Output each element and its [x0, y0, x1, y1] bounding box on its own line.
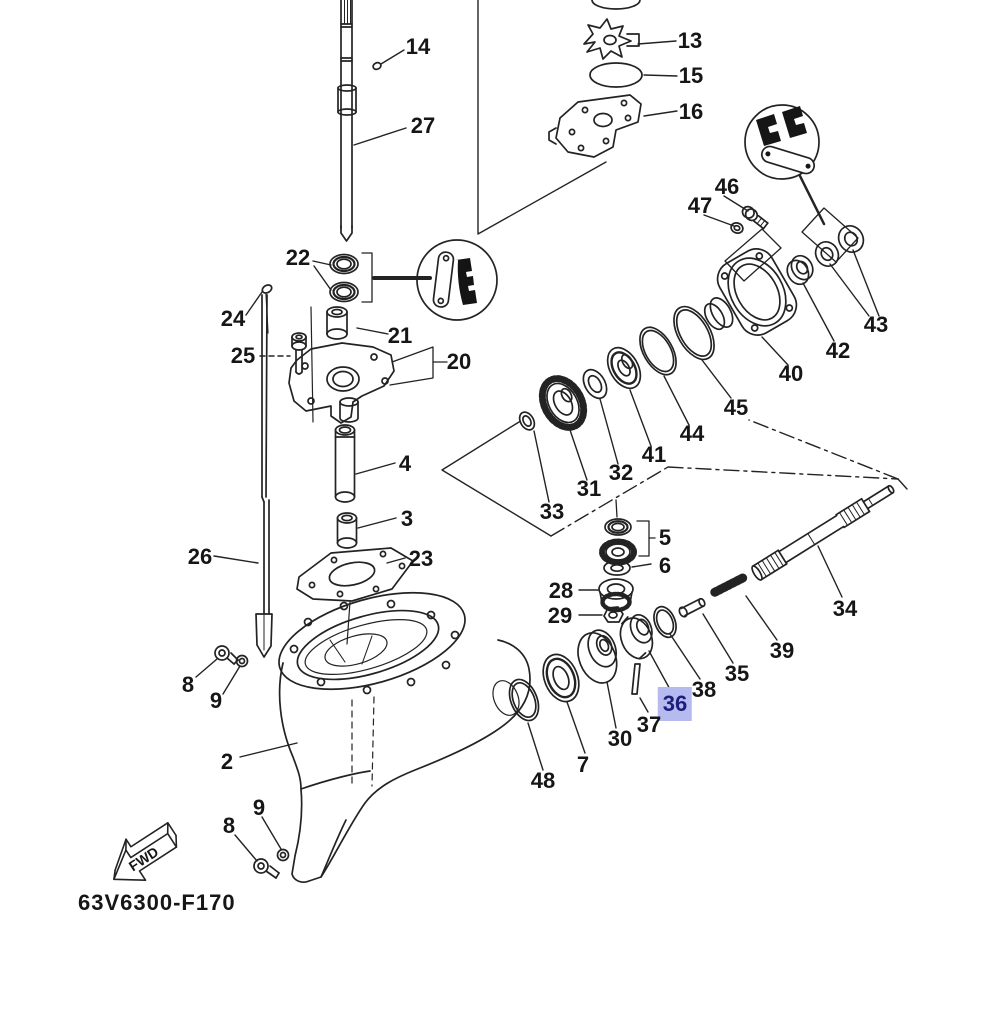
part-label-15[interactable]: 15	[678, 63, 704, 88]
shim-33	[518, 411, 536, 431]
top-ellipse	[591, 0, 641, 10]
prop-shaft	[751, 484, 895, 581]
tube-4	[334, 424, 356, 503]
gasket-23	[296, 547, 414, 645]
oring-45	[673, 305, 715, 361]
part-label-41[interactable]: 41	[641, 442, 667, 467]
part-label-8-upper[interactable]: 8	[181, 672, 195, 697]
washer-9-lower	[276, 848, 290, 862]
spring-39	[710, 573, 748, 597]
part-label-3[interactable]: 3	[400, 506, 414, 531]
seal-pair-43	[801, 207, 865, 267]
anode-washer	[730, 222, 744, 234]
anode-detail-circle	[744, 104, 826, 226]
oring-44	[639, 326, 677, 376]
part-label-26[interactable]: 26	[187, 544, 213, 569]
part-label-47[interactable]: 47	[687, 193, 713, 218]
bearing-7	[542, 653, 580, 703]
part-label-24[interactable]: 24	[220, 306, 246, 331]
carrier-36	[619, 613, 654, 660]
part-label-38[interactable]: 38	[691, 677, 717, 702]
drawing-code: 63V6300-F170	[78, 890, 236, 915]
pump-base-20	[288, 306, 448, 424]
bearing-41	[606, 346, 642, 390]
part-label-8-lower[interactable]: 8	[222, 813, 236, 838]
washer-32	[582, 368, 608, 400]
part-label-9-lower[interactable]: 9	[252, 795, 266, 820]
drive-shaft	[337, 0, 357, 242]
plunger-35	[678, 597, 706, 618]
part-label-7[interactable]: 7	[576, 752, 590, 777]
pin-37	[631, 663, 641, 695]
assembly-bracket-top	[477, 0, 607, 235]
part-label-43[interactable]: 43	[863, 312, 889, 337]
part-label-33[interactable]: 33	[539, 499, 565, 524]
gear-case-housing	[278, 591, 531, 884]
part-label-40[interactable]: 40	[778, 361, 804, 386]
washer-9-upper	[235, 654, 249, 668]
forward-gear-31	[538, 375, 588, 431]
part-label-44[interactable]: 44	[679, 421, 705, 446]
part-label-23[interactable]: 23	[408, 546, 434, 571]
bolt-25	[291, 332, 307, 375]
part-label-14[interactable]: 14	[405, 34, 431, 59]
impeller	[583, 18, 640, 60]
part-label-2[interactable]: 2	[220, 749, 234, 774]
part-label-22[interactable]: 22	[285, 245, 311, 270]
part-label-48[interactable]: 48	[530, 768, 556, 793]
part-label-16[interactable]: 16	[678, 99, 704, 124]
pump-plate	[548, 94, 642, 158]
part-label-36[interactable]: 36	[657, 687, 693, 721]
part-label-5[interactable]: 5	[658, 525, 672, 550]
part-label-6[interactable]: 6	[658, 553, 672, 578]
sleeve-3	[336, 512, 358, 549]
part-label-39[interactable]: 39	[769, 638, 795, 663]
pump-gasket	[589, 62, 643, 88]
part-label-4[interactable]: 4	[398, 451, 412, 476]
bearing-pair-22	[329, 252, 432, 303]
part-label-29[interactable]: 29	[547, 603, 573, 628]
bolt-8-lower	[253, 858, 280, 879]
part-label-30[interactable]: 30	[607, 726, 633, 751]
part-label-20[interactable]: 20	[446, 349, 472, 374]
part-label-37[interactable]: 37	[636, 712, 662, 737]
shift-rod-26	[255, 294, 273, 658]
part-label-45[interactable]: 45	[723, 395, 749, 420]
bearing-housing-40	[703, 248, 798, 336]
part-label-35[interactable]: 35	[724, 661, 750, 686]
part-label-31[interactable]: 31	[576, 476, 602, 501]
part-label-27[interactable]: 27	[410, 113, 436, 138]
part-label-34[interactable]: 34	[832, 596, 858, 621]
part-label-21[interactable]: 21	[387, 323, 413, 348]
bushing-21	[326, 306, 348, 340]
part-label-32[interactable]: 32	[608, 460, 634, 485]
seal-detail-circle	[416, 239, 498, 321]
leader-lines	[195, 40, 880, 862]
part-label-9-upper[interactable]: 9	[209, 688, 223, 713]
part-label-25[interactable]: 25	[230, 343, 256, 368]
part-label-42[interactable]: 42	[825, 338, 851, 363]
pin-24	[261, 284, 273, 294]
bushing-42	[786, 254, 814, 286]
oring-48	[508, 678, 540, 722]
part-label-13[interactable]: 13	[677, 28, 703, 53]
part-label-46[interactable]: 46	[714, 174, 740, 199]
part-label-28[interactable]: 28	[548, 578, 574, 603]
assembly-bracket-gears	[441, 419, 908, 537]
pinion-stack	[598, 499, 656, 623]
